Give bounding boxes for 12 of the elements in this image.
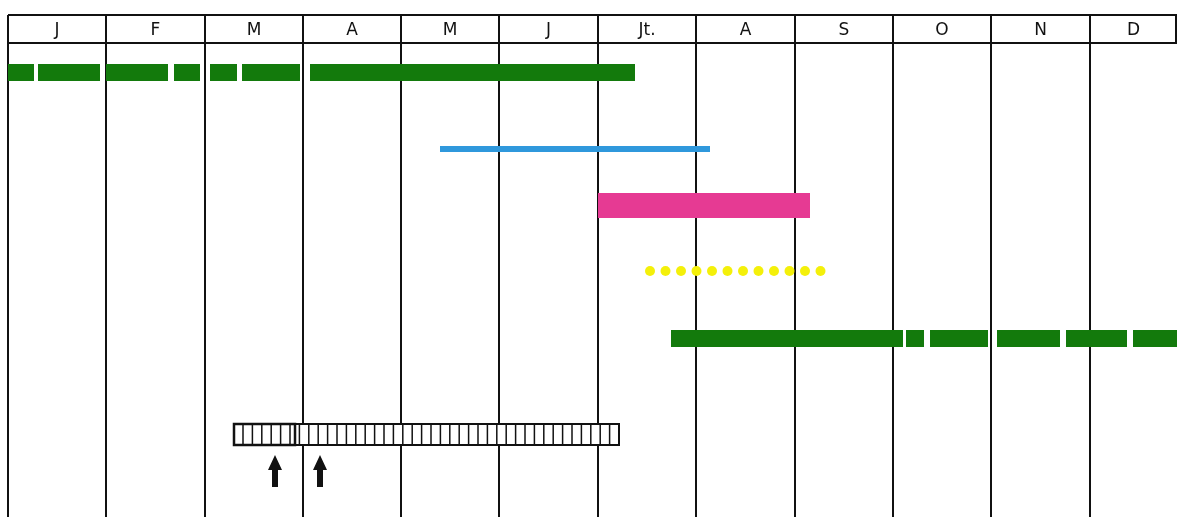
month-label: D: [1125, 18, 1142, 41]
month-label: N: [1033, 18, 1048, 41]
month-label: Jt.: [636, 18, 657, 41]
month-label: O: [934, 18, 950, 41]
month-label: F: [149, 18, 162, 41]
month-label: J: [52, 18, 61, 41]
month-label: M: [245, 18, 263, 41]
month-label: J: [544, 18, 552, 41]
month-label: A: [345, 18, 359, 41]
month-label: S: [837, 18, 851, 41]
month-label: M: [441, 18, 459, 41]
month-label: A: [738, 18, 753, 41]
